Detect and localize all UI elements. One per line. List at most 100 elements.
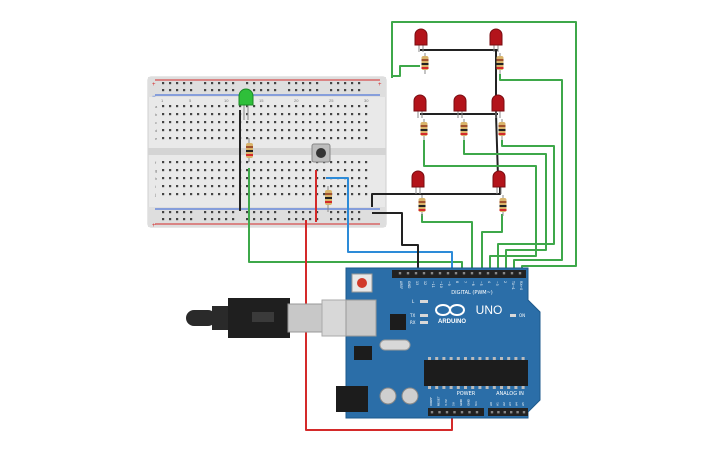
wire-green-led-bb[interactable] [248, 168, 463, 272]
red-led[interactable] [491, 94, 505, 118]
green-led[interactable] [238, 88, 254, 120]
hole [218, 185, 221, 188]
digital-pin[interactable] [438, 272, 442, 275]
analog-pin[interactable] [503, 411, 506, 414]
hole [253, 129, 256, 132]
rail-hole [330, 89, 333, 92]
resistor-button[interactable] [325, 186, 332, 212]
rail-hole [337, 218, 340, 221]
rail-hole [218, 211, 221, 214]
row-letter: h [155, 176, 157, 181]
resistor[interactable] [421, 53, 429, 74]
digital-pin[interactable] [478, 272, 482, 275]
wire-black-gnd-arduino[interactable] [372, 212, 419, 272]
resistor[interactable] [420, 119, 428, 140]
rail-hole [204, 82, 207, 85]
wire-green-pin-5[interactable] [423, 140, 537, 272]
hole [274, 121, 277, 124]
usb-icon [252, 312, 274, 322]
digital-pin[interactable] [414, 272, 418, 275]
red-led[interactable] [453, 94, 467, 118]
hole [232, 169, 235, 172]
digital-pin[interactable] [422, 272, 426, 275]
analog-pin[interactable] [497, 411, 500, 414]
rail-hole [183, 82, 186, 85]
wire-green-pin-3[interactable] [463, 140, 547, 272]
hole [323, 169, 326, 172]
wire-green-pin-4[interactable] [497, 140, 555, 272]
rail-hole [225, 82, 228, 85]
digital-pin[interactable] [470, 272, 474, 275]
hole [330, 113, 333, 116]
hole [260, 129, 263, 132]
power-pin[interactable] [438, 411, 441, 414]
power-pin[interactable] [445, 411, 449, 414]
hole [365, 137, 368, 140]
power-pin[interactable] [453, 411, 456, 414]
digital-pin[interactable] [446, 272, 450, 275]
hole [330, 137, 333, 140]
analog-pin[interactable] [490, 411, 494, 414]
red-led[interactable] [413, 94, 427, 118]
rail-hole [358, 211, 361, 214]
digital-pin[interactable] [406, 272, 410, 275]
rail-hole [295, 82, 298, 85]
hole [162, 121, 165, 124]
hole [246, 105, 249, 108]
wire-green-pin-1[interactable] [499, 74, 563, 272]
chip-pin [521, 357, 525, 360]
rail-hole [169, 218, 172, 221]
digital-pin[interactable] [486, 272, 490, 275]
wire-black-led-bus-1[interactable] [371, 177, 501, 207]
power-header [428, 408, 484, 416]
digital-pin[interactable] [398, 272, 402, 275]
red-led[interactable] [492, 170, 506, 194]
resistor[interactable] [499, 195, 507, 216]
digital-pin[interactable] [430, 272, 434, 275]
analog-pin-label: A3 [508, 402, 512, 406]
resistor[interactable] [460, 119, 468, 140]
power-jack[interactable] [336, 386, 368, 412]
wire-green-pin-0[interactable] [391, 21, 577, 272]
push-button[interactable] [311, 143, 331, 163]
hole [253, 185, 256, 188]
analog-pin[interactable] [522, 411, 526, 414]
wire-blue-button[interactable] [326, 177, 453, 272]
rail-hole [162, 211, 165, 214]
hole [218, 161, 221, 164]
hole [190, 193, 193, 196]
red-led[interactable] [489, 28, 503, 52]
digital-pin[interactable] [494, 272, 498, 275]
power-pin[interactable] [430, 411, 434, 414]
reset-button[interactable] [357, 278, 367, 288]
wire-green-pin-6[interactable] [481, 214, 503, 272]
resistor[interactable] [498, 119, 506, 140]
digital-pin[interactable] [502, 272, 506, 275]
resistor[interactable] [418, 195, 426, 216]
power-pin[interactable] [475, 411, 479, 414]
analog-pin[interactable] [510, 411, 513, 414]
chip-pin [478, 357, 482, 360]
analog-label: ANALOG IN [496, 391, 524, 397]
analog-pin[interactable] [516, 411, 519, 414]
digital-pin[interactable] [518, 272, 522, 275]
hole [253, 113, 256, 116]
hole [351, 193, 354, 196]
wire-green-pin-7[interactable] [421, 214, 473, 272]
red-led[interactable] [411, 170, 425, 194]
digital-pin[interactable] [462, 272, 466, 275]
digital-pin-label: GND [407, 281, 411, 289]
resistor[interactable] [496, 53, 504, 74]
red-led[interactable] [414, 28, 428, 52]
wire-green-led-1[interactable] [392, 65, 420, 77]
power-pin[interactable] [460, 411, 464, 414]
power-pin[interactable] [468, 411, 471, 414]
resistor-breadboard[interactable] [246, 138, 253, 162]
digital-pin[interactable] [454, 272, 458, 275]
digital-pin[interactable] [510, 272, 514, 275]
chip-pin [456, 386, 460, 389]
